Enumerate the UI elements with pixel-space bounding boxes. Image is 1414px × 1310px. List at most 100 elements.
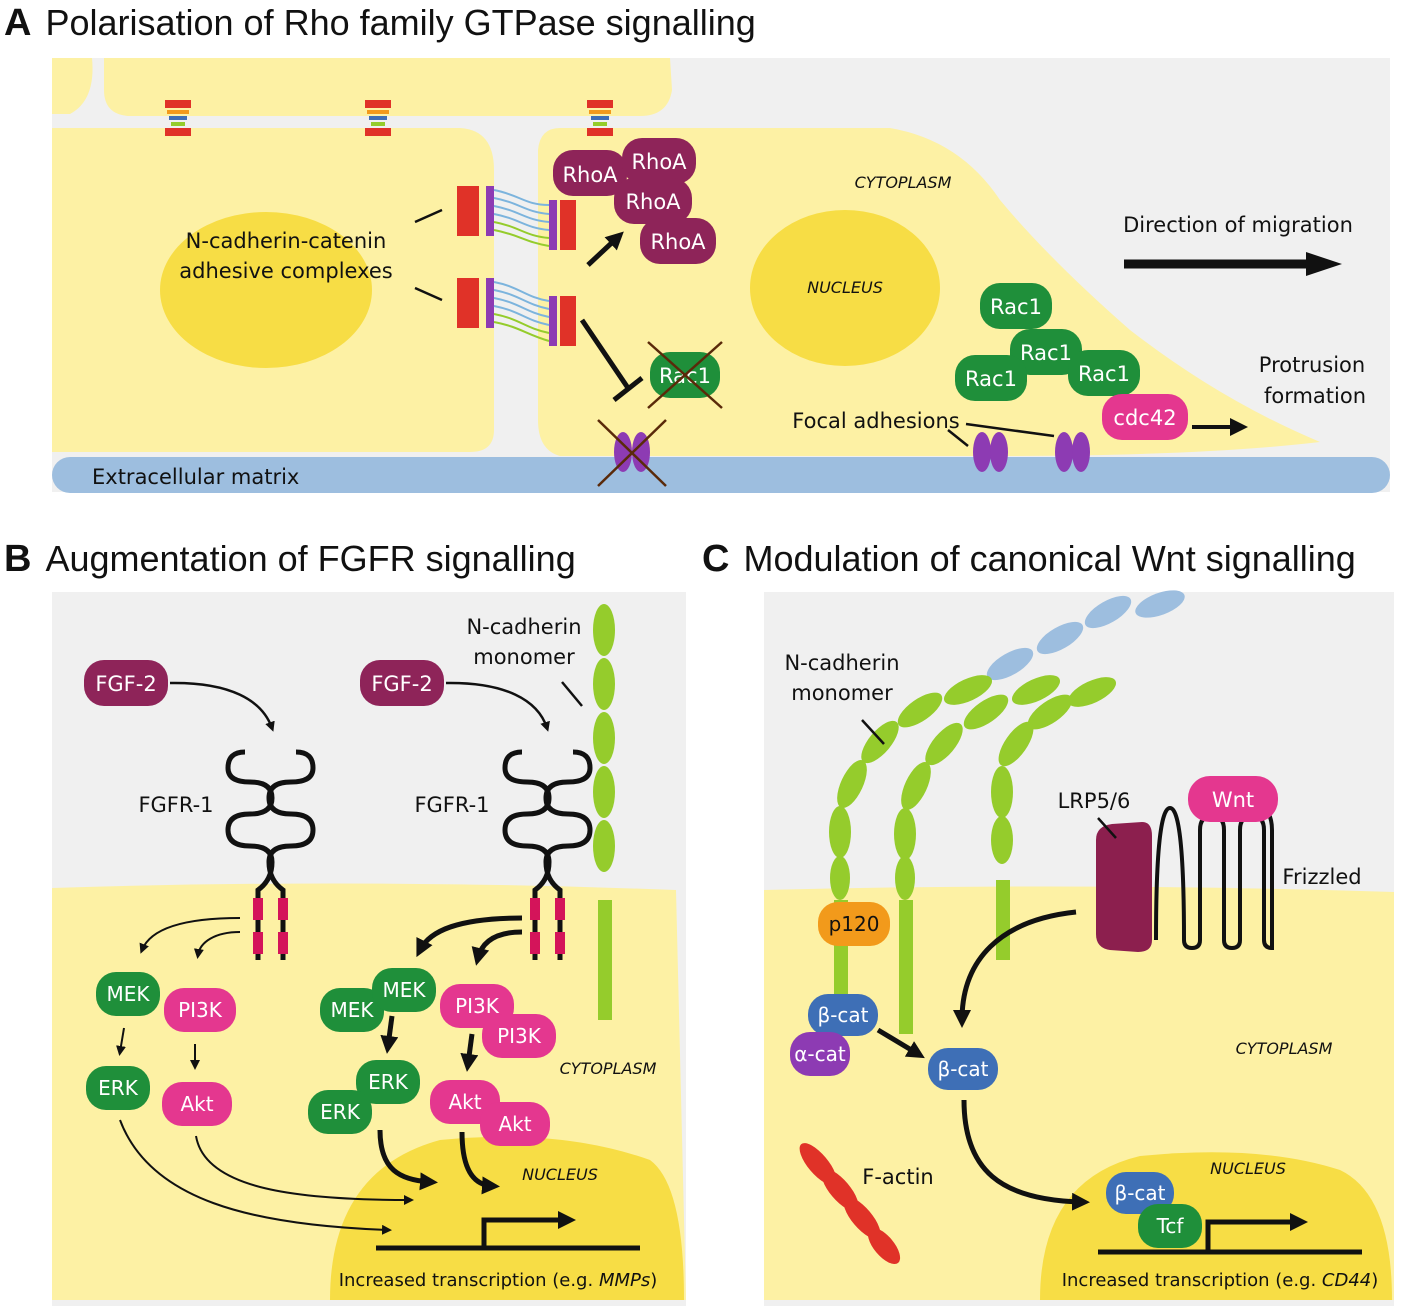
rhoa-label-3: RhoA bbox=[625, 190, 681, 214]
bcat-free-label: β-cat bbox=[937, 1057, 988, 1081]
top-junction-2 bbox=[365, 100, 391, 136]
ncad-b-label-2: monomer bbox=[473, 645, 575, 669]
focal-adhesion-1 bbox=[973, 432, 1008, 472]
ncad-c-pointer bbox=[861, 719, 885, 745]
top-junction-1 bbox=[165, 100, 191, 136]
lrp56-pointer bbox=[1097, 817, 1117, 839]
rac1-protein-4 bbox=[1068, 350, 1140, 396]
fgf2-right-arrow bbox=[445, 681, 550, 732]
erk-right-1-label: ERK bbox=[368, 1070, 409, 1094]
nucleus-label-c: NUCLEUS bbox=[1210, 1159, 1286, 1178]
partner-cadherin-domains bbox=[986, 590, 1185, 681]
promoter-arrow-b bbox=[481, 1211, 576, 1248]
erk-left-label: ERK bbox=[98, 1076, 139, 1100]
fgf2-left bbox=[84, 660, 168, 706]
pi3k-akt-right bbox=[460, 1033, 479, 1072]
fgf2-right bbox=[360, 660, 444, 706]
cadherin-complex-upper bbox=[457, 186, 576, 250]
rhoa-protein-1 bbox=[553, 150, 627, 196]
fgfr1-right bbox=[502, 749, 593, 960]
pi3k-left-label: PI3K bbox=[178, 998, 223, 1022]
factin-label: F-actin bbox=[862, 1165, 933, 1189]
ncad-c-label-1: N-cadherin bbox=[784, 651, 899, 675]
ncadherin-strands-c bbox=[829, 675, 1117, 1034]
protrusion-label-1: Protrusion bbox=[1259, 353, 1365, 377]
rhoa-protein-4 bbox=[640, 218, 716, 264]
b-left-arrow-pi3k bbox=[193, 931, 241, 959]
rhoa-cluster: RhoA RhoA RhoA RhoA bbox=[553, 138, 716, 264]
complex-label-1: N-cadherin-catenin bbox=[186, 229, 387, 253]
mek-right-2-label: MEK bbox=[382, 978, 426, 1002]
erk-left-to-nucleus bbox=[119, 1119, 392, 1235]
ecm-label: Extracellular matrix bbox=[92, 465, 299, 489]
panel-a: Extracellular matrix bbox=[52, 58, 1390, 493]
b-right-arrow-pi3k bbox=[471, 929, 523, 966]
pi3k-right-2 bbox=[482, 1014, 556, 1058]
erk-right-1 bbox=[356, 1060, 420, 1104]
mek-right-1 bbox=[320, 988, 384, 1032]
cytoplasm-label-a: CYTOPLASM bbox=[855, 173, 952, 192]
rac1-label-3: Rac1 bbox=[965, 367, 1017, 391]
panel-c: N-cadherin monomer LRP5/6 Wnt Frizzled p… bbox=[764, 590, 1394, 1306]
protrusion-label-2: formation bbox=[1264, 384, 1366, 408]
tcf-label: Tcf bbox=[1156, 1214, 1185, 1238]
panel-a-letter: A bbox=[4, 2, 32, 44]
lrp56-receptor bbox=[1096, 822, 1152, 952]
arrow-to-rhoa bbox=[586, 231, 624, 267]
rhoa-label-2: RhoA bbox=[631, 150, 687, 174]
mek-right-1-label: MEK bbox=[330, 998, 374, 1022]
akt-left-to-nucleus bbox=[195, 1135, 414, 1205]
acat-label: α-cat bbox=[794, 1042, 846, 1066]
akt-left-label: Akt bbox=[180, 1092, 213, 1116]
p120-label: p120 bbox=[829, 912, 880, 936]
bcat-free bbox=[928, 1048, 998, 1090]
transcription-label-b: Increased transcription (e.g. MMPs) bbox=[339, 1270, 658, 1291]
panel-a-title-text: Polarisation of Rho family GTPase signal… bbox=[45, 2, 756, 43]
cytoplasm-label-c: CYTOPLASM bbox=[1236, 1039, 1333, 1058]
akt-right-2-label: Akt bbox=[498, 1112, 531, 1136]
top-cell-left bbox=[52, 58, 93, 114]
frizzled-label: Frizzled bbox=[1282, 865, 1361, 889]
fgfr1-right-label: FGFR-1 bbox=[414, 793, 489, 817]
mek-left-label: MEK bbox=[106, 982, 150, 1006]
rac1-protein-3 bbox=[955, 355, 1027, 401]
complex-label-2: adhesive complexes bbox=[179, 259, 392, 283]
erk-left bbox=[86, 1066, 150, 1110]
mek-erk-left bbox=[116, 1027, 126, 1056]
top-cell-right bbox=[104, 58, 672, 116]
cadherin-complex-lower bbox=[457, 278, 576, 346]
panel-c-title-text: Modulation of canonical Wnt signalling bbox=[743, 538, 1356, 579]
acat-protein bbox=[790, 1032, 850, 1076]
ncad-c-label-2: monomer bbox=[791, 681, 893, 705]
rac1-protein-2 bbox=[1010, 329, 1082, 375]
panel-a-title: A Polarisation of Rho family GTPase signa… bbox=[4, 2, 756, 45]
bcat-nuclear-label: β-cat bbox=[1114, 1181, 1165, 1205]
nucleus-label-b: NUCLEUS bbox=[522, 1165, 598, 1184]
top-junction-3 bbox=[587, 100, 613, 136]
transcription-c-gene: CD44 bbox=[1322, 1270, 1371, 1291]
factin-filament bbox=[799, 1143, 901, 1265]
erk-right-to-nucleus bbox=[377, 1129, 438, 1191]
pi3k-right-2-label: PI3K bbox=[497, 1024, 542, 1048]
erk-right-2 bbox=[308, 1090, 372, 1134]
promoter-arrow-c bbox=[1205, 1213, 1308, 1252]
mek-right-2 bbox=[372, 968, 436, 1012]
rac1-cross-2 bbox=[647, 341, 723, 409]
tcf-protein bbox=[1138, 1204, 1202, 1248]
bcat-membrane bbox=[808, 994, 878, 1036]
p120-protein bbox=[818, 902, 890, 946]
bcat-release-arrow bbox=[876, 1027, 925, 1059]
ncadherin-monomer-b bbox=[593, 604, 615, 1020]
panel-b: FGF-2 FGF-2 FGFR-1 FGFR-1 bbox=[52, 592, 686, 1306]
mek-erk-right bbox=[380, 1015, 399, 1054]
bcat-nuclear bbox=[1106, 1172, 1174, 1214]
focal-pointer-2 bbox=[965, 422, 1055, 438]
erk-right-2-label: ERK bbox=[320, 1100, 361, 1124]
inhibition-cap bbox=[612, 376, 644, 402]
wnt-ligand bbox=[1188, 776, 1278, 822]
transcription-label-c: Increased transcription (e.g. CD44) bbox=[1062, 1270, 1379, 1291]
cytoplasm-label-b: CYTOPLASM bbox=[560, 1059, 657, 1078]
direction-label: Direction of migration bbox=[1123, 213, 1353, 237]
